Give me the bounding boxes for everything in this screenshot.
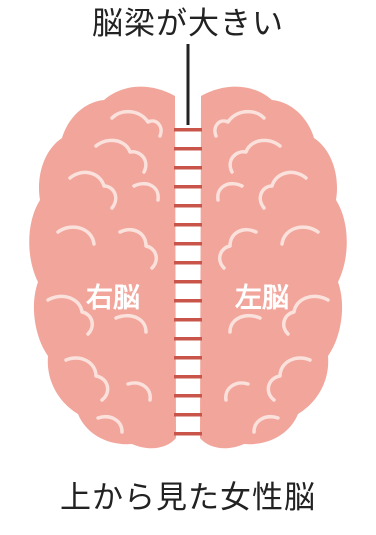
callosum-bar	[174, 413, 202, 417]
callosum-bar	[174, 128, 202, 132]
callosum-bar	[174, 299, 202, 303]
callosum-bar	[174, 166, 202, 170]
right-brain-label: 右脳	[86, 283, 140, 314]
callosum-bar	[174, 356, 202, 360]
figure-caption: 上から見た女性脳	[0, 478, 376, 518]
corpus-callosum	[174, 128, 202, 436]
callosum-bar	[174, 204, 202, 208]
callosum-bar	[174, 147, 202, 151]
callosum-bar	[174, 394, 202, 398]
callosum-bar	[174, 337, 202, 341]
callosum-bar	[174, 223, 202, 227]
callosum-bar	[174, 242, 202, 246]
callosum-bar	[174, 375, 202, 379]
callosum-bar	[174, 432, 202, 436]
callosum-bar	[174, 280, 202, 284]
callosum-bar	[174, 185, 202, 189]
callosum-bar	[174, 261, 202, 265]
callosum-bar	[174, 318, 202, 322]
left-brain-label: 左脳	[235, 283, 289, 314]
